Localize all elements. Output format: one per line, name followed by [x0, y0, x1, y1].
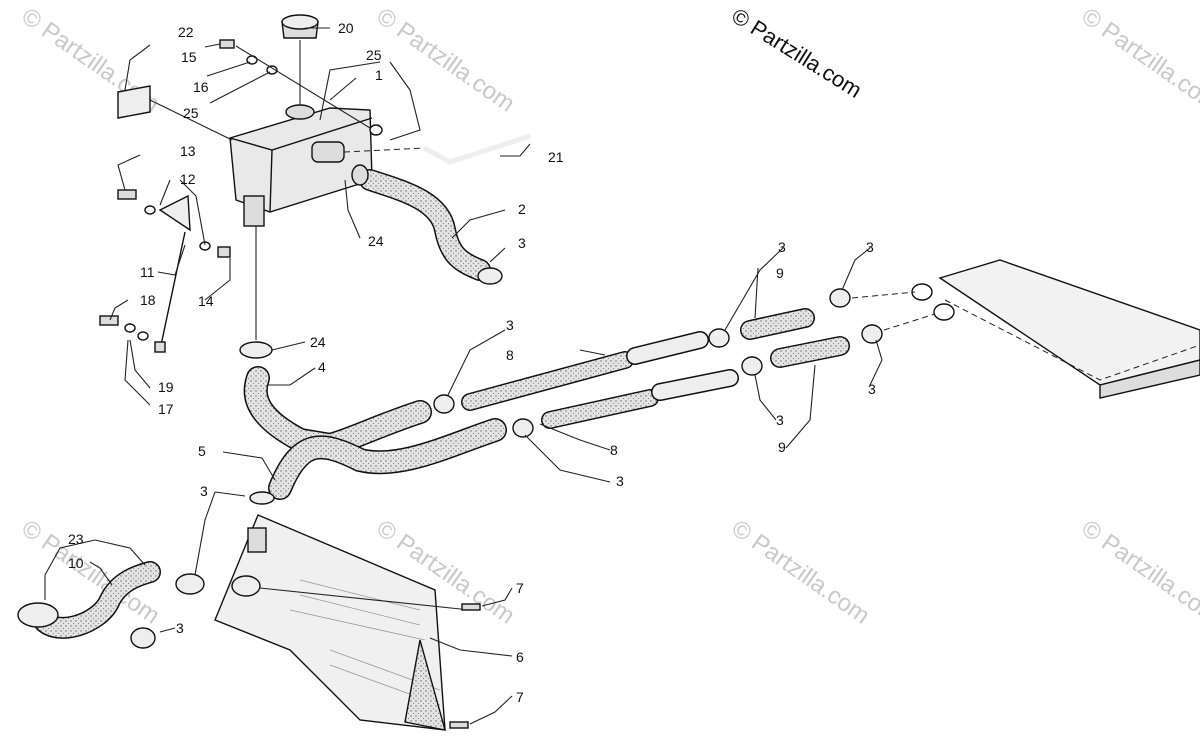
screw-7-upper	[461, 603, 481, 611]
callout-21: 21	[548, 149, 564, 165]
callout-18: 18	[140, 292, 156, 308]
callout-20: 20	[338, 20, 354, 36]
callout-6: 6	[516, 649, 524, 665]
callout-3-radiator: 3	[200, 483, 208, 499]
callout-3-tube9-lower: 3	[776, 412, 784, 428]
screw-7-lower	[449, 721, 469, 729]
copyright-text: © Partzilla.com	[727, 3, 866, 103]
radiator-cap	[281, 14, 319, 39]
watermark-bottom-right: © Partzilla.com	[1077, 515, 1200, 630]
callout-25-left: 25	[183, 105, 199, 121]
callout-11: 11	[140, 264, 155, 280]
callout-10: 10	[68, 555, 84, 571]
watermark-top-right: © Partzilla.com	[1077, 3, 1200, 118]
callout-7-upper: 7	[516, 580, 524, 596]
radiator	[214, 491, 446, 731]
watermark-bottom-center-right: © Partzilla.com	[727, 515, 875, 630]
callout-23: 23	[68, 531, 84, 547]
callout-15: 15	[181, 49, 197, 65]
callout-3-tube8: 3	[506, 317, 514, 333]
callout-8-upper: 8	[506, 347, 514, 363]
callout-24-lower: 24	[310, 334, 326, 350]
strap-assembly	[99, 189, 231, 353]
mount-plate	[117, 85, 151, 119]
callout-22: 22	[178, 24, 194, 40]
clamp-24-lower	[239, 341, 273, 359]
callout-2: 2	[518, 201, 526, 217]
heat-exchanger	[851, 259, 1200, 399]
callout-12: 12	[180, 171, 196, 187]
callout-3-right-lower: 3	[868, 381, 876, 397]
clamp-3-hose10	[175, 573, 205, 595]
callout-25-top-right: 25	[366, 47, 382, 63]
callout-16: 16	[193, 79, 209, 95]
callout-5: 5	[198, 443, 206, 459]
callout-9-upper: 9	[776, 265, 784, 281]
radiator-leader	[259, 587, 471, 611]
clamp-3-hose2	[477, 267, 503, 285]
callout-8-lower: 8	[610, 442, 618, 458]
reservoir-tank	[229, 104, 373, 227]
callout-9-lower: 9	[778, 439, 786, 455]
callout-14: 14	[198, 293, 214, 309]
callout-4: 4	[318, 359, 326, 375]
callout-3-hose2: 3	[518, 235, 526, 251]
callout-3-bottom-left: 3	[176, 620, 184, 636]
hose-10-end	[17, 602, 59, 628]
callout-24-top: 24	[368, 233, 384, 249]
callouts: 20 25 1 22 15 16 25 21 2 3 24 13 12 14 1…	[68, 20, 876, 705]
plate-leader	[149, 99, 233, 141]
clamp-24-top	[351, 164, 369, 186]
callout-17: 17	[158, 401, 174, 417]
clamp-3-bottom	[130, 627, 156, 649]
callout-3-far-right: 3	[866, 239, 874, 255]
clamps-3	[433, 288, 883, 438]
callout-3-lower-mid: 3	[616, 473, 624, 489]
callout-3-upper-right: 3	[778, 239, 786, 255]
callout-1: 1	[375, 67, 383, 83]
callout-7-lower: 7	[516, 689, 524, 705]
leader-lines	[44, 27, 883, 725]
callout-13: 13	[180, 143, 196, 159]
watermark-top-center: © Partzilla.com	[372, 3, 520, 118]
callout-19: 19	[158, 379, 174, 395]
